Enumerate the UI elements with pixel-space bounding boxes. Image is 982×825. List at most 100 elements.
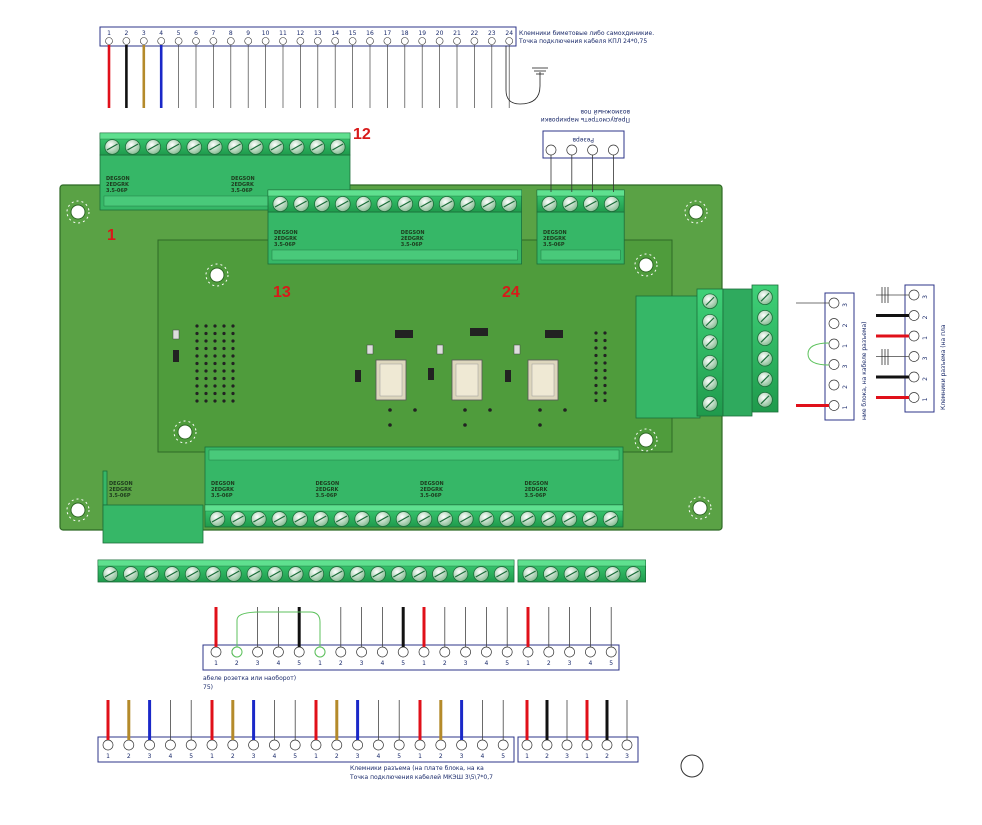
bottom-strip-2-pin: [477, 739, 488, 751]
block-label-line-3: 3.5-06P: [211, 493, 233, 499]
bottom-strip-2-pin: [352, 739, 363, 751]
pad-dot: [204, 384, 208, 388]
right-far-pin: [908, 351, 920, 362]
block-label-line-3: 3.5-06P: [401, 242, 423, 248]
block-label-line-3: 3.5-06P: [274, 242, 296, 248]
screw-slot: [250, 143, 262, 151]
block-label-line-1: DEGSON: [420, 481, 444, 487]
mounting-hole: [70, 204, 86, 220]
screw-slot: [291, 143, 303, 151]
pad-dot: [594, 391, 598, 395]
pad-dot: [222, 369, 226, 373]
bottom-strip-1-number: 2: [547, 660, 551, 667]
right-mid-pin: [828, 400, 840, 411]
right-far-number: 1: [922, 336, 929, 340]
pad-dot: [222, 331, 226, 336]
bottom-strip-1-number: 5: [401, 660, 405, 667]
right-mid-pin: [828, 297, 840, 309]
terminal-block-ledge: [271, 249, 518, 261]
terminal-block-top: [204, 504, 624, 512]
top-strip-number: 21: [453, 30, 461, 37]
screw-slot: [331, 570, 343, 578]
bottom-strip-1-number: 3: [464, 660, 468, 667]
screw-slot: [607, 570, 619, 578]
bottom-strip-1-number: 3: [256, 660, 260, 667]
terminal-block-top: [536, 189, 625, 197]
right-mid-number: 3: [842, 303, 849, 307]
pad-dot: [231, 354, 235, 358]
pad-dot: [563, 408, 567, 412]
right-far-number: 2: [922, 315, 929, 319]
top-strip-pin: [487, 37, 496, 45]
bottom-strip-1-pin: [522, 646, 534, 658]
right-mid-number: 2: [842, 323, 849, 327]
pin-label-1: 1: [107, 227, 116, 244]
mounting-hole: [209, 267, 225, 283]
bottom-strip-1-pin: [293, 646, 305, 658]
screw-slot: [310, 570, 322, 578]
top-strip-pin: [383, 37, 392, 45]
top-strip-number: 3: [142, 30, 146, 37]
top-strip-pin: [174, 37, 183, 45]
bottom-strip-2-pin: [248, 739, 259, 751]
pad-dot: [195, 354, 199, 358]
right-mid-number: 2: [842, 385, 849, 389]
bottom-strip-2-caption-1: Клемники разъема (на плате блока, на ка: [350, 765, 484, 772]
pad-dot: [195, 369, 199, 373]
pad-dot: [195, 331, 199, 336]
terminal-block-top: [99, 132, 351, 140]
terminal-block-body: [102, 470, 108, 506]
terminal-block-body: [102, 504, 204, 544]
bottom-strip-2-number: 3: [148, 753, 152, 760]
bottom-strip-1-frame: [202, 644, 620, 671]
bottom-strip-1-pin: [377, 646, 388, 658]
screw-slot: [705, 337, 715, 347]
bottom-strip-3-frame: [517, 736, 639, 763]
screw-slot: [482, 200, 495, 208]
right-block-body: [635, 295, 701, 419]
mounting-hole-ring: [634, 428, 658, 452]
bottom-strip-1-number: 3: [568, 660, 572, 667]
pad-dot: [594, 338, 598, 343]
pad-dot: [213, 376, 217, 381]
bottom-strip-2-pin: [165, 739, 176, 751]
mounting-hole: [688, 204, 704, 220]
pad-dot: [231, 376, 235, 381]
mounting-hole-ring: [634, 253, 658, 277]
pad-dot: [222, 376, 226, 381]
terminal-block-top: [267, 189, 522, 197]
screw-slot: [315, 515, 327, 523]
block-label-line-2: 2EDGRK: [401, 236, 425, 242]
screw-slot: [248, 570, 261, 578]
pad-dot: [213, 391, 217, 396]
jumper-loop: [807, 342, 830, 366]
screw-slot: [441, 200, 453, 208]
diode-1: [395, 330, 413, 338]
screw-slot: [585, 200, 597, 208]
bottom-strip-2-number: 4: [272, 753, 276, 760]
bottom-strip-2-number: 2: [335, 753, 339, 760]
pad-dot: [603, 346, 607, 350]
screw-slot: [335, 515, 348, 523]
pad-dot: [594, 398, 598, 403]
screw-slot: [461, 200, 474, 208]
screw-slot: [460, 515, 472, 523]
bottom-strip-2-pin: [123, 739, 135, 751]
bottom-strip-2-pin: [206, 739, 218, 751]
bottom-strip-2-pin: [185, 739, 197, 751]
pad-dot: [594, 361, 598, 365]
bottom-strip-1-caption-2: 75): [203, 684, 213, 691]
mounting-hole: [70, 502, 86, 518]
reserve-note-2: возможный пов: [580, 108, 630, 115]
bottom-strip-2-pin: [289, 739, 301, 751]
bottom-strip-1-number: 1: [214, 660, 218, 667]
screw-slot: [503, 200, 515, 208]
reserve-frame: [542, 130, 625, 159]
bottom-strip-2-number: 5: [189, 753, 193, 760]
bottom-strip-2-number: 5: [397, 753, 401, 760]
pad-dot: [603, 353, 607, 358]
right-mid-frame: [824, 292, 855, 421]
